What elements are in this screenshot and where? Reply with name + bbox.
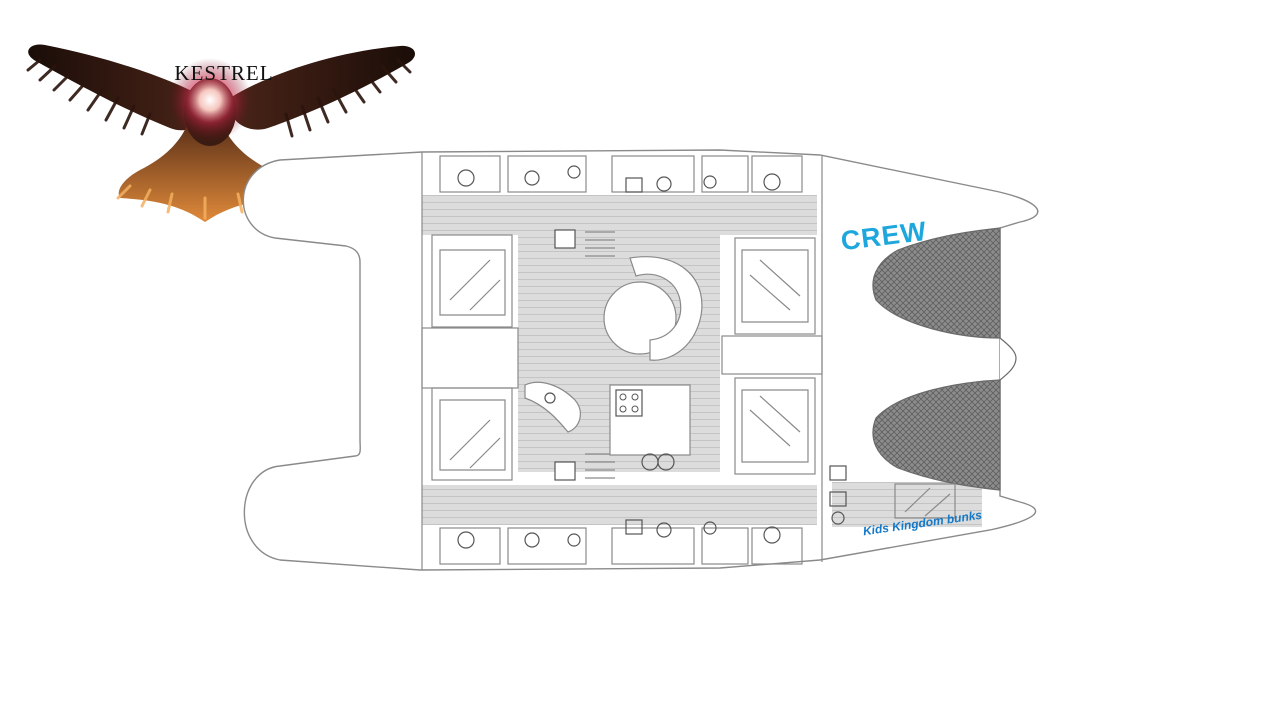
head-top-5 — [751, 155, 803, 193]
fridge-bottom — [554, 461, 576, 481]
fridge-top — [554, 229, 576, 249]
trampoline-bottom — [872, 379, 1001, 491]
saloon-settee — [629, 256, 703, 361]
right-wing-feathers — [284, 58, 412, 138]
passage-right — [721, 335, 823, 375]
head-top-4 — [701, 155, 749, 193]
head-top-3 — [611, 155, 695, 193]
floor-top-corridor — [422, 195, 817, 235]
helm-seat — [524, 381, 581, 433]
cabin-top-left — [431, 234, 513, 328]
kids-bunk-area — [894, 483, 956, 519]
saloon-table — [603, 281, 677, 355]
head-bottom-5 — [751, 527, 803, 565]
right-wing — [230, 45, 415, 130]
saloon-fixtures — [524, 229, 703, 481]
passage-left — [421, 327, 519, 389]
helm-wheel — [544, 392, 556, 404]
floor-bottom-corridor — [422, 485, 817, 525]
stove — [615, 389, 643, 417]
trampolines — [872, 227, 1017, 491]
head-bottom-1 — [439, 527, 501, 565]
cabin-bottom-right — [734, 377, 816, 475]
left-wing-feathers — [26, 58, 152, 136]
sink-2 — [657, 453, 675, 471]
interior-walls — [421, 152, 823, 570]
cabin-top-right — [734, 237, 816, 335]
left-wing — [28, 44, 205, 131]
sun-glow — [168, 58, 252, 142]
logo-text: KESTREL — [174, 61, 273, 85]
floor-kids — [832, 482, 982, 527]
head-bottom-3 — [611, 527, 695, 565]
head-top-2 — [507, 155, 587, 193]
head-bottom-2 — [507, 527, 587, 565]
head-top-1 — [439, 155, 501, 193]
head-bottom-4 — [701, 527, 749, 565]
trampoline-top — [872, 227, 1001, 339]
head-fixtures — [457, 165, 847, 549]
